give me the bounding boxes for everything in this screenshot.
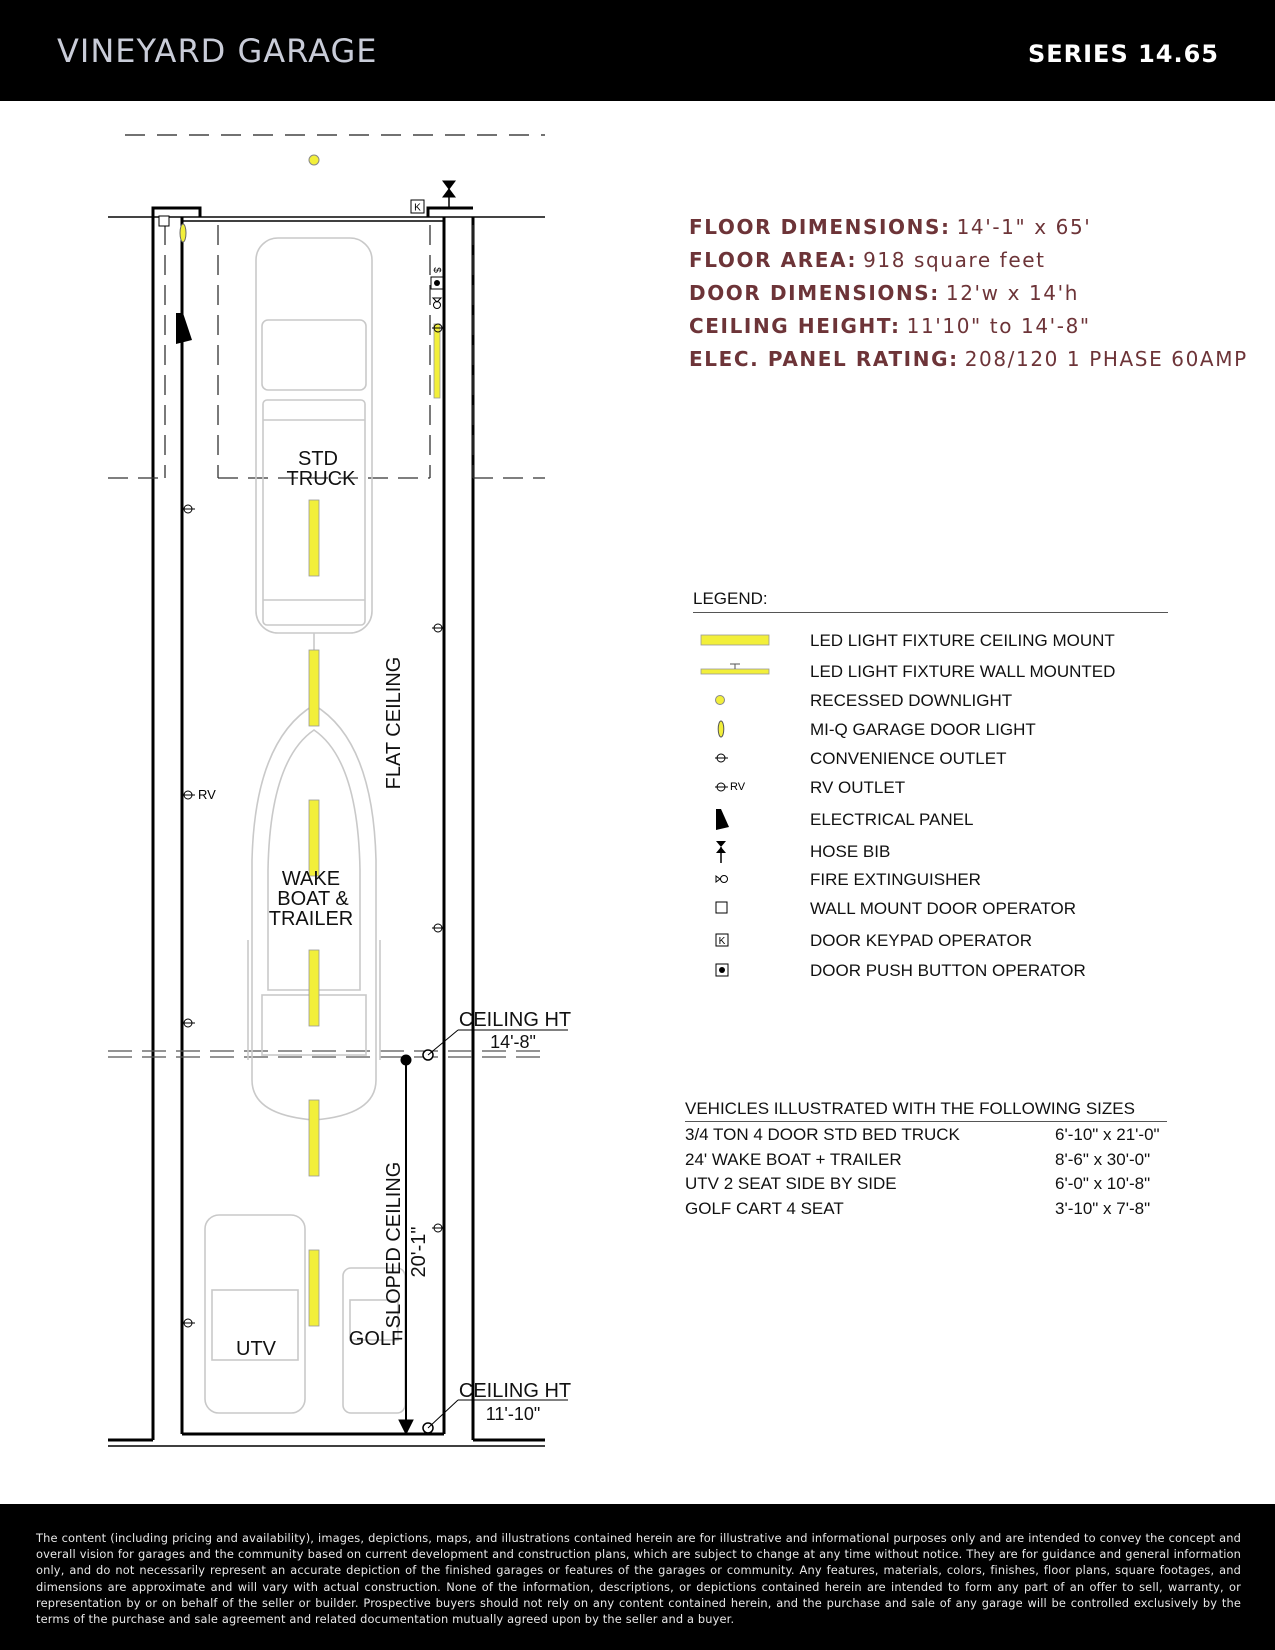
downlight-icon xyxy=(308,154,320,166)
vehicle-sizes-title: VEHICLES ILLUSTRATED WITH THE FOLLOWING … xyxy=(685,1099,1167,1122)
spec-elec-panel: ELEC. PANEL RATING:208/120 1 PHASE 60AMP xyxy=(689,347,1248,371)
legend-item: LED LIGHT FIXTURE CEILING MOUNT xyxy=(693,628,1168,652)
electrical-panel-icon xyxy=(176,313,192,344)
svg-text:K: K xyxy=(719,936,726,947)
legend-title: LEGEND: xyxy=(693,589,1168,613)
keypad-label: K xyxy=(414,203,421,214)
door-light-icon xyxy=(179,223,187,243)
legend-item: LED LIGHT FIXTURE WALL MOUNTED xyxy=(693,659,1168,683)
legend-item: RECESSED DOWNLIGHT xyxy=(693,688,1168,712)
vehicle-sizes: VEHICLES ILLUSTRATED WITH THE FOLLOWING … xyxy=(685,1099,1167,1220)
boat-label-2: BOAT & xyxy=(277,888,349,910)
downlight-icon xyxy=(715,695,725,705)
floor-plan: K $ RV STD TRUCK W xyxy=(108,134,571,1447)
legend-item: DOOR PUSH BUTTON OPERATOR xyxy=(693,958,1168,982)
led-ceiling-icon xyxy=(308,799,320,877)
spec-list: FLOOR DIMENSIONS:14'-1" x 65' FLOOR AREA… xyxy=(689,215,1249,380)
legend-item: FIRE EXTINGUISHER xyxy=(693,867,1168,891)
door-operator-icon xyxy=(158,215,170,227)
truck-label-2: TRUCK xyxy=(287,468,357,490)
led-ceiling-icon xyxy=(308,649,320,727)
fire-extinguisher-icon xyxy=(431,297,443,309)
fire-extinguisher-icon xyxy=(715,875,728,883)
ceiling-ht-high-label: CEILING HT xyxy=(459,1009,571,1031)
ceiling-ht-low-label: CEILING HT xyxy=(459,1380,571,1402)
electrical-panel-icon xyxy=(716,809,729,830)
legend-item: WALL MOUNT DOOR OPERATOR xyxy=(693,896,1168,920)
led-ceiling-icon xyxy=(700,634,770,646)
sloped-ceiling-label: SLOPED CEILING xyxy=(383,1162,405,1329)
keypad-icon: K xyxy=(715,933,729,947)
led-ceiling-fixtures xyxy=(308,323,441,1327)
legend-item: MI-Q GARAGE DOOR LIGHT xyxy=(693,717,1168,741)
keypad-icon xyxy=(410,199,425,214)
rv-outlet-icon: RV xyxy=(715,781,746,793)
rv-outlet-tag: RV xyxy=(198,787,216,802)
door-operator-icon xyxy=(715,901,728,914)
legend-item: ELECTRICAL PANEL xyxy=(693,807,1168,831)
footer-bar: The content (including pricing and avail… xyxy=(0,1504,1275,1650)
header-bar: VINEYARD GARAGE SERIES 14.65 xyxy=(0,0,1275,101)
flat-ceiling-label: FLAT CEILING xyxy=(383,657,405,790)
ceiling-ht-low-value: 11'-10" xyxy=(486,1404,541,1424)
legend-item: K DOOR KEYPAD OPERATOR xyxy=(693,928,1168,952)
spec-ceiling-height: CEILING HEIGHT:11'10" to 14'-8" xyxy=(689,314,1091,338)
series-label: SERIES 14.65 xyxy=(1027,40,1219,68)
outlets xyxy=(183,323,444,1328)
hose-bib-icon xyxy=(716,841,726,863)
boat-label: WAKE xyxy=(282,868,340,890)
sloped-length-label: 20'-1" xyxy=(408,1227,430,1278)
legend-item: CONVENIENCE OUTLET xyxy=(693,746,1168,770)
led-ceiling-icon xyxy=(308,499,320,577)
spec-floor-dimensions: FLOOR DIMENSIONS:14'-1" x 65' xyxy=(689,215,1092,239)
led-wall-icon xyxy=(700,663,770,675)
golf-label: GOLF xyxy=(349,1328,403,1350)
disclaimer-text: The content (including pricing and avail… xyxy=(36,1531,1241,1627)
brand-title: VINEYARD GARAGE xyxy=(57,32,378,70)
door-light-icon xyxy=(717,720,725,738)
vehicle-outlines xyxy=(204,237,406,1414)
led-wall-icon xyxy=(433,323,441,399)
utv-label: UTV xyxy=(236,1338,277,1360)
led-ceiling-icon xyxy=(308,1099,320,1177)
push-button-icon xyxy=(715,963,729,977)
outlet-icon xyxy=(715,753,728,763)
svg-text:RV: RV xyxy=(730,781,746,793)
ceiling-ht-high-value: 14'-8" xyxy=(490,1032,536,1052)
truck-label: STD xyxy=(298,448,338,470)
legend-item: RV RV OUTLET xyxy=(693,775,1168,799)
legend-item: HOSE BIB xyxy=(693,839,1168,863)
led-ceiling-icon xyxy=(308,1249,320,1327)
legend: LEGEND: LED LIGHT FIXTURE CEILING MOUNT … xyxy=(693,589,1168,980)
hose-bib-icon xyxy=(442,180,456,208)
spec-door-dimensions: DOOR DIMENSIONS:12'w x 14'h xyxy=(689,281,1079,305)
boat-label-3: TRAILER xyxy=(269,908,353,930)
spec-floor-area: FLOOR AREA:918 square feet xyxy=(689,248,1046,272)
switch-symbol: $ xyxy=(431,267,442,273)
led-ceiling-icon xyxy=(308,949,320,1027)
